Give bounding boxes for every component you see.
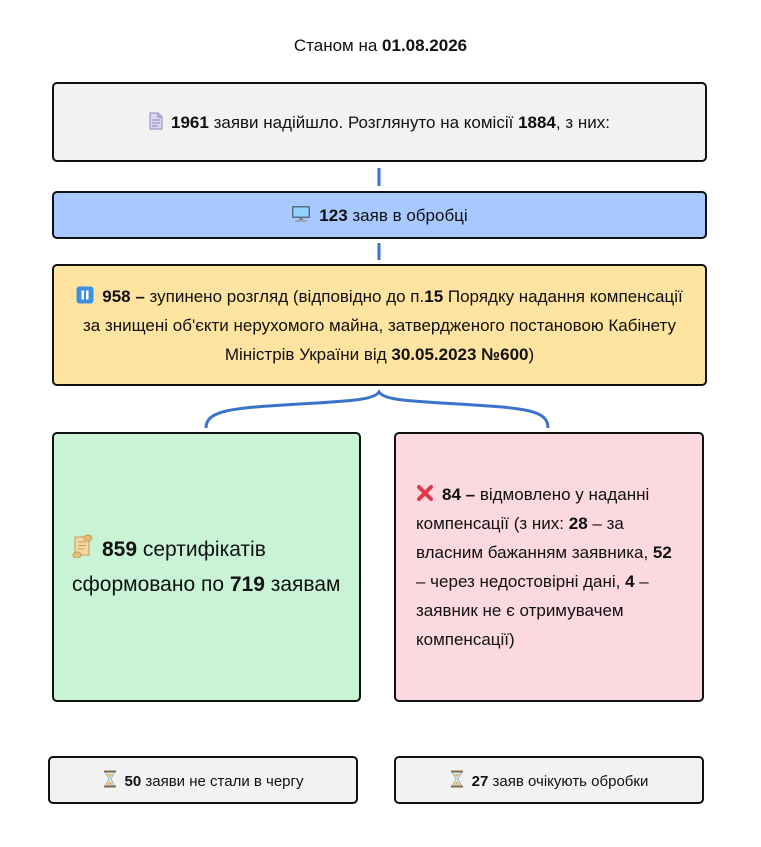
hourglass-icon (450, 770, 463, 788)
refused-dash: – (460, 485, 476, 504)
suspended-box: 958 – зупинено розгляд (відповідно до п.… (52, 264, 707, 386)
refused-box: 84 – відмовлено у наданні компенсації (з… (394, 432, 704, 702)
certificates-apps: 719 (229, 573, 265, 596)
suspended-point: 15 (424, 286, 444, 306)
not-queued-label: заяви не стали в чергу (141, 773, 304, 790)
suspended-text: 958 – зупинено розгляд (відповідно до п.… (72, 282, 687, 369)
hourglass-icon (103, 770, 116, 788)
awaiting-count: 27 (471, 773, 489, 790)
report-date-value: 01.08.2026 (382, 36, 468, 55)
in-processing-box: 123 заяв в обробці (52, 191, 707, 239)
cross-icon (417, 485, 433, 501)
certificates-suffix: заявам (264, 573, 341, 596)
connector-brace (204, 389, 550, 429)
report-date: Станом на 01.08.2026 (0, 36, 761, 56)
decree-date: 30.05.2023 (391, 344, 477, 364)
reviewed-count: 1884 (518, 112, 556, 132)
refused-invalid-data-label: – через недостовірні дані, (416, 572, 626, 591)
suspended-label: зупинено розгляд (відповідно до п. (144, 286, 425, 306)
received-count: 1961 (171, 112, 209, 132)
refused-not-recipient-count: 4 (625, 572, 635, 591)
not-queued-count: 50 (124, 773, 142, 790)
refused-not-recipient-label: – заявник не є отримувачем компенсації) (416, 572, 649, 649)
refused-invalid-data-count: 52 (652, 543, 672, 562)
in-processing-label: заяв в обробці (347, 205, 468, 225)
document-icon (149, 112, 163, 129)
received-box: 1961 заяви надійшло. Розглянуто на коміс… (52, 82, 707, 162)
refused-text: 84 – відмовлено у наданні компенсації (з… (416, 480, 682, 654)
suspended-close: ) (528, 344, 535, 364)
report-date-prefix: Станом на (293, 36, 383, 55)
refused-own-will-count: 28 (568, 514, 588, 533)
awaiting-text: 27 заяв очікують обробки (450, 770, 649, 790)
suspended-description: Порядку надання компенсації за знищені о… (82, 286, 683, 364)
certificates-text: 859 сертифікатів сформовано по 719 заява… (72, 532, 341, 602)
not-queued-box: 50 заяви не стали в чергу (48, 756, 358, 804)
pause-icon (76, 286, 94, 303)
suspended-dash: – (130, 286, 145, 306)
certificates-box: 859 сертифікатів сформовано по 719 заява… (52, 432, 361, 702)
suspended-count: 958 (102, 286, 131, 306)
in-processing-count: 123 (319, 205, 348, 225)
refused-own-will-label: – за власним бажанням заявника, (416, 514, 653, 562)
received-label: заяви надійшло. Розглянуто на комісії (208, 112, 519, 132)
scroll-icon (72, 534, 93, 558)
certificates-label: сертифікатів сформовано по (72, 538, 266, 596)
certificates-count: 859 (102, 538, 138, 561)
not-queued-text: 50 заяви не стали в чергу (103, 770, 304, 790)
received-suffix: , з них: (555, 112, 610, 132)
awaiting-label: заяв очікують обробки (488, 773, 649, 790)
decree-number: №600 (481, 344, 529, 364)
received-text: 1961 заяви надійшло. Розглянуто на коміс… (149, 112, 610, 133)
awaiting-box: 27 заяв очікують обробки (394, 756, 704, 804)
refused-count: 84 (442, 485, 461, 504)
computer-icon (292, 205, 311, 222)
refused-label: відмовлено у наданні компенсації (з них: (416, 485, 650, 533)
in-processing-text: 123 заяв в обробці (291, 205, 468, 226)
